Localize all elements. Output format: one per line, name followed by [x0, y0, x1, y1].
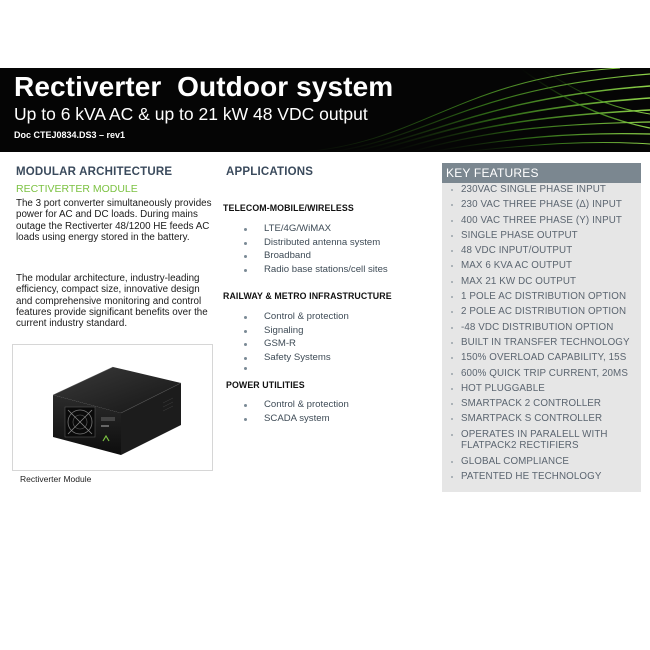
green-wave-graphic — [299, 68, 650, 152]
feature-item: MAX 21 KW DC OUTPUT — [449, 276, 644, 288]
rectiverter-module-subheading: RECTIVERTER MODULE — [16, 183, 138, 195]
key-features-panel — [442, 183, 641, 492]
rectiverter-module-image — [12, 344, 213, 471]
list-item: Radio base stations/cell sites — [244, 263, 388, 277]
image-caption: Rectiverter Module — [20, 474, 92, 484]
bullet-icon — [451, 296, 453, 299]
bullet-icon — [451, 234, 453, 237]
bullet-icon — [244, 269, 247, 273]
telecom-application-list: LTE/4G/WiMAX Distributed antenna system … — [244, 222, 388, 277]
bullet-icon — [451, 250, 453, 253]
bullet-icon — [451, 189, 453, 191]
bullet-icon — [244, 357, 247, 361]
feature-item: -48 VDC DISTRIBUTION OPTION — [449, 322, 644, 334]
bullet-icon — [451, 326, 453, 329]
bullet-icon — [451, 357, 453, 360]
railway-application-list: Control & protection Signaling GSM-R Saf… — [244, 310, 349, 365]
bullet-icon — [451, 460, 453, 463]
feature-item: 230VAC SINGLE PHASE INPUT — [449, 184, 644, 196]
list-item: Control & protection — [244, 310, 349, 324]
feature-item: 600% QUICK TRIP CURRENT, 20MS — [449, 368, 644, 380]
document-reference: Doc CTEJ0834.DS3 – rev1 — [14, 130, 126, 140]
bullet-icon — [244, 255, 247, 259]
feature-item: OPERATES IN PARALELL WITH FLATPACK2 RECT… — [449, 429, 644, 452]
document-subtitle: Up to 6 kVA AC & up to 21 kW 48 VDC outp… — [14, 104, 368, 124]
feature-item: GLOBAL COMPLIANCE — [449, 456, 644, 468]
bullet-icon — [244, 241, 247, 245]
feature-item: 150% OVERLOAD CAPABILITY, 15S — [449, 352, 644, 364]
applications-heading: APPLICATIONS — [226, 166, 314, 178]
feature-item: BUILT IN TRANSFER TECHNOLOGY — [449, 337, 644, 349]
feature-item: 400 VAC THREE PHASE (Y) INPUT — [449, 215, 644, 227]
header-banner: Rectiverter Outdoor system Up to 6 kVA A… — [0, 68, 650, 152]
document-title: Rectiverter Outdoor system — [14, 71, 394, 102]
list-item: Signaling — [244, 324, 349, 338]
bullet-icon — [244, 316, 247, 319]
bullet-icon — [451, 433, 453, 436]
list-item: LTE/4G/WiMAX — [244, 222, 388, 236]
modular-paragraph-1: The 3 port converter simultaneously prov… — [16, 198, 212, 243]
bullet-icon — [451, 341, 453, 344]
bullet-icon — [244, 417, 247, 421]
bullet-icon — [451, 418, 453, 421]
feature-item: 2 POLE AC DISTRIBUTION OPTION — [449, 306, 644, 318]
bullet-icon — [451, 219, 453, 222]
application-category-power-utilities: POWER UTILITIES — [226, 380, 305, 390]
feature-item: 1 POLE AC DISTRIBUTION OPTION — [449, 291, 644, 303]
feature-item: SMARTPACK 2 CONTROLLER — [449, 398, 644, 410]
list-item: SCADA system — [244, 412, 349, 426]
key-features-list: 230VAC SINGLE PHASE INPUT 230 VAC THREE … — [449, 184, 644, 486]
bullet-icon — [244, 228, 247, 231]
bullet-icon — [244, 404, 247, 407]
feature-item: MAX 6 KVA AC OUTPUT — [449, 260, 644, 272]
application-category-railway: RAILWAY & METRO INFRASTRUCTURE — [223, 291, 392, 301]
bullet-icon — [451, 387, 453, 390]
feature-item: PATENTED HE TECHNOLOGY — [449, 471, 644, 483]
feature-item: HOT PLUGGABLE — [449, 383, 644, 395]
bullet-icon — [451, 476, 453, 479]
bullet-icon — [244, 329, 247, 333]
list-item: Safety Systems — [244, 351, 349, 365]
power-utilities-application-list: Control & protection SCADA system — [244, 398, 349, 425]
bullet-icon — [451, 265, 453, 268]
list-item: GSM-R — [244, 337, 349, 351]
bullet-icon — [244, 343, 247, 347]
modular-paragraph-2: The modular architecture, industry-leadi… — [16, 273, 208, 330]
feature-item: 230 VAC THREE PHASE (Δ) INPUT — [449, 199, 644, 211]
empty-bullet-icon — [244, 367, 247, 370]
bullet-icon — [451, 403, 453, 406]
bullet-icon — [451, 311, 453, 314]
feature-item: SMARTPACK S CONTROLLER — [449, 413, 644, 425]
bullet-icon — [451, 204, 453, 207]
key-features-heading: KEY FEATURES — [442, 163, 641, 183]
bullet-icon — [451, 372, 453, 375]
list-item: Broadband — [244, 249, 388, 263]
list-item: Distributed antenna system — [244, 236, 388, 250]
bullet-icon — [451, 280, 453, 283]
application-category-telecom: TELECOM-MOBILE/WIRELESS — [223, 203, 354, 213]
rectiverter-module-illustration — [52, 366, 182, 455]
list-item: Control & protection — [244, 398, 349, 412]
modular-architecture-heading: MODULAR ARCHITECTURE — [16, 166, 173, 178]
feature-item: SINGLE PHASE OUTPUT — [449, 230, 644, 242]
feature-item: 48 VDC INPUT/OUTPUT — [449, 245, 644, 257]
